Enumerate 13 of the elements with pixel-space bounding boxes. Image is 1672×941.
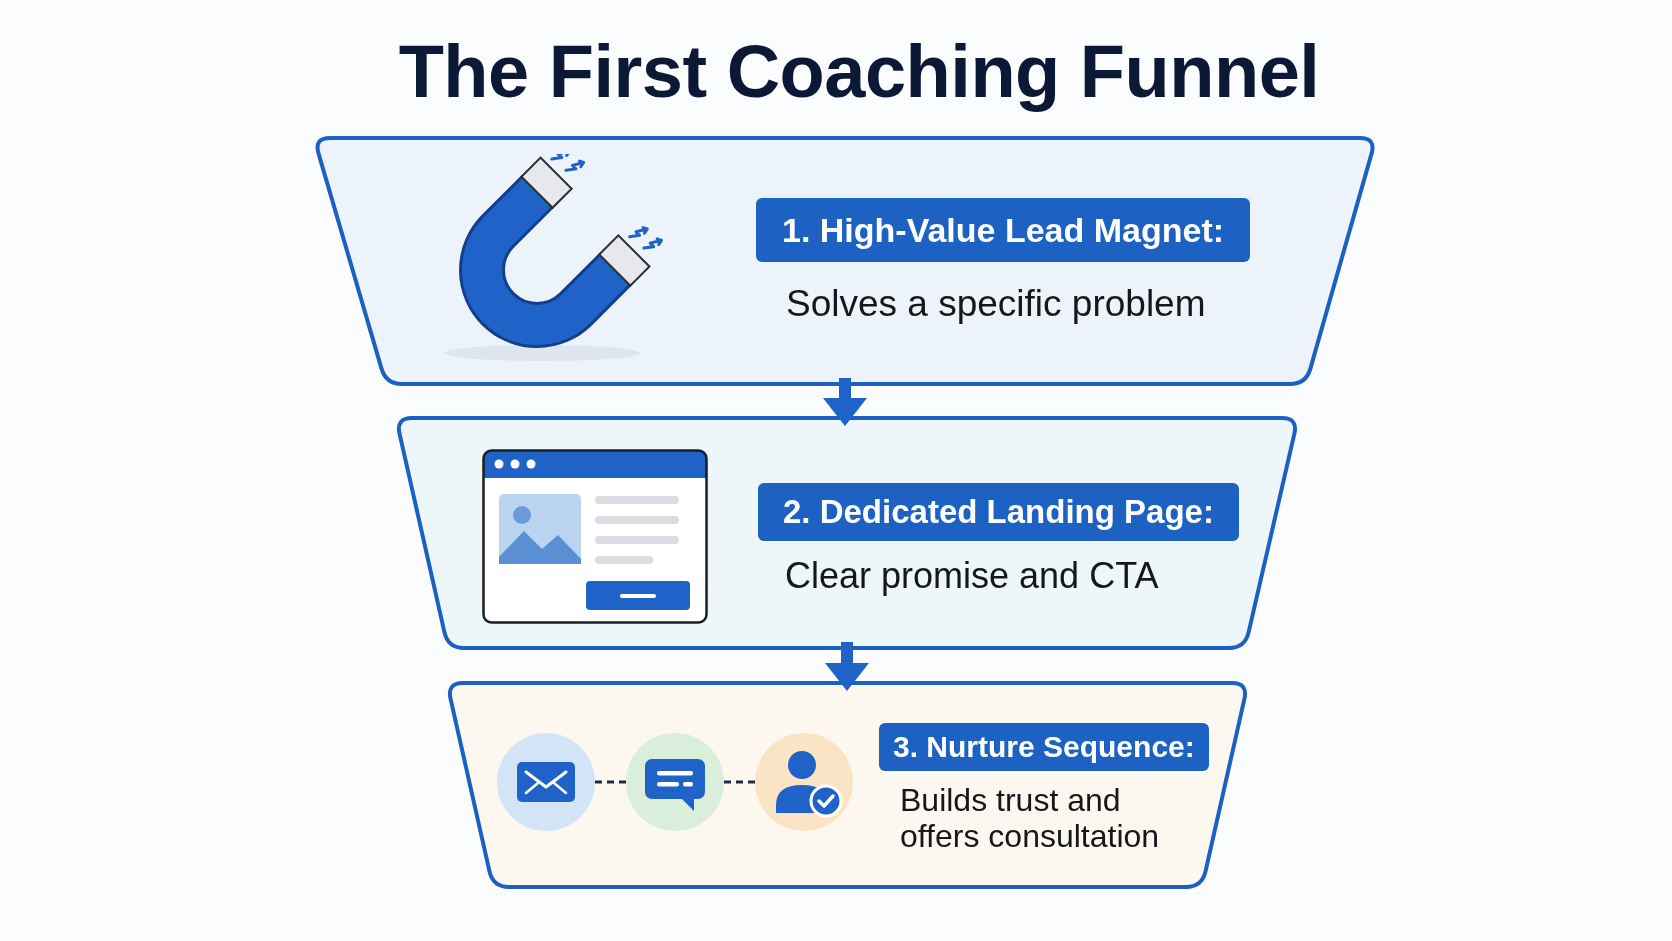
step-description: Solves a specific problem xyxy=(785,282,1206,326)
funnel-stage xyxy=(394,416,1300,650)
arrow xyxy=(823,378,867,426)
step-description: Clear promise and CTA xyxy=(784,555,1159,597)
funnel-stage xyxy=(445,681,1250,889)
title: The First Coaching Funnel xyxy=(398,29,1320,115)
dashed-connector xyxy=(595,780,626,784)
dashed-connector xyxy=(724,780,755,784)
step-heading: 1. High-Value Lead Magnet: xyxy=(756,198,1251,262)
step-description: Builds trust and offers consultation xyxy=(899,782,1161,854)
step-heading: 2. Dedicated Landing Page: xyxy=(758,483,1239,541)
step-heading: 3. Nurture Sequence: xyxy=(879,723,1209,771)
arrow xyxy=(825,642,869,691)
